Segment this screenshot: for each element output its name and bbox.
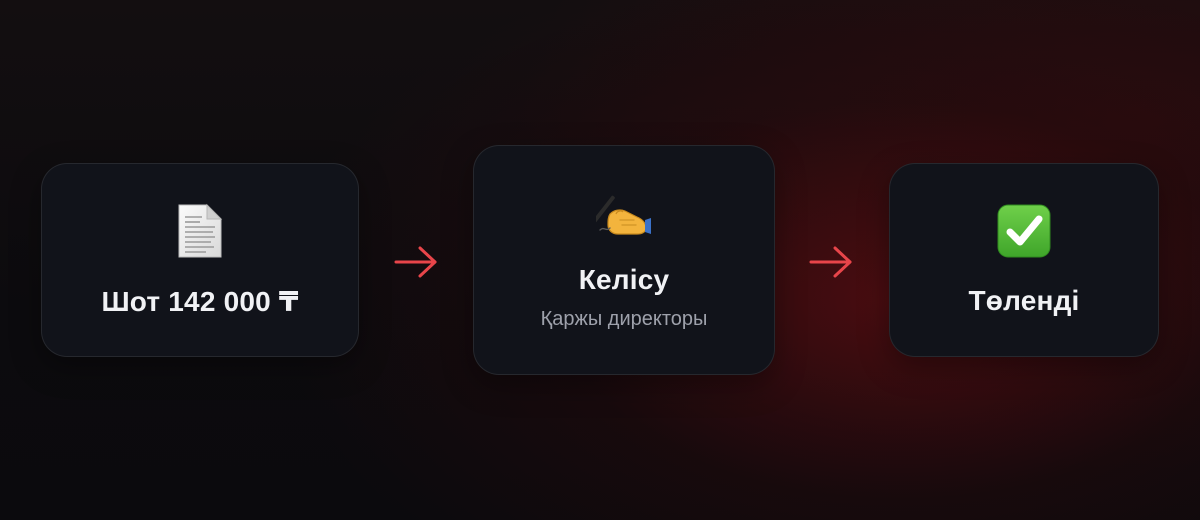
- arrow-right-icon: [394, 246, 437, 278]
- document-icon: [176, 203, 224, 259]
- step-title: Келісу: [578, 263, 670, 295]
- step-card-paid: Төленді: [889, 163, 1159, 357]
- step-card-approval: Келісу Қаржы директоры: [473, 145, 775, 375]
- step-title: Төленді: [968, 285, 1080, 316]
- writing-hand-icon: [596, 190, 652, 236]
- arrow-right-icon: [809, 246, 852, 278]
- step-card-invoice: Шот 142 000 ₸: [41, 163, 359, 357]
- step-title: Шот 142 000 ₸: [101, 285, 299, 317]
- check-mark-button-icon: [996, 203, 1052, 259]
- step-subtitle: Қаржы директоры: [540, 307, 708, 330]
